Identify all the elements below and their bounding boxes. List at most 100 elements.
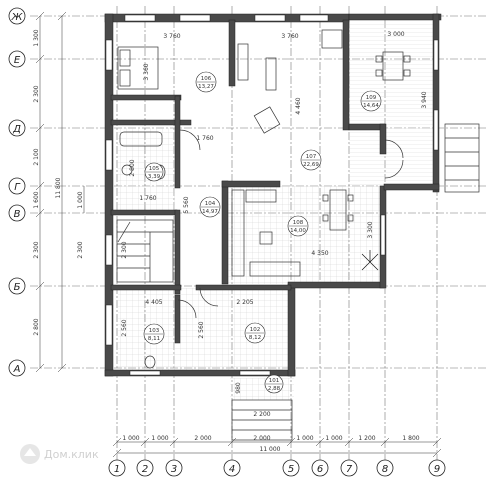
staircase [116, 219, 174, 283]
room-tag-109: 109 14,64 [360, 90, 382, 112]
axis-marker-a: А [8, 359, 26, 377]
axis-marker-v: В [8, 204, 26, 222]
axis-label: 6 [317, 464, 323, 475]
dim-text-total: 11 000 [260, 446, 281, 453]
dim-text: 2 560 [121, 319, 128, 336]
bed [117, 46, 159, 90]
dim-text: 1 760 [196, 135, 213, 142]
dim-text: 2 000 [253, 435, 270, 442]
dim-text: 2 560 [198, 321, 205, 338]
dim-text: 2 300 [77, 241, 84, 258]
dim-text: 1 000 [77, 191, 84, 208]
dim-text: 3 760 [163, 33, 180, 40]
dim-text: 3 000 [387, 31, 404, 38]
room-number: 107 [306, 154, 317, 160]
axis-marker-8: 8 [376, 459, 394, 477]
dim-text-total: 11 800 [55, 177, 62, 198]
axis-marker-4: 4 [223, 459, 241, 477]
dim-text: 1 600 [33, 191, 40, 208]
axis-marker-6: 6 [311, 459, 329, 477]
axis-label: 1 [114, 464, 120, 475]
dim-text: 4 350 [311, 250, 328, 257]
room-number: 103 [149, 328, 160, 334]
exterior-stairs [444, 123, 480, 193]
toilet [144, 355, 156, 369]
bathtub [119, 131, 163, 147]
room-area: 2,88 [268, 386, 281, 392]
room-number: 102 [250, 327, 261, 333]
axis-marker-zh: Ж [8, 7, 26, 25]
bottom-dimension-lines [112, 437, 442, 458]
row-axis-markers: Ж Е Д Г В Б А [8, 7, 26, 377]
axis-label: Г [14, 182, 21, 193]
room-number: 105 [149, 166, 160, 172]
room-area: 14,97 [202, 209, 218, 215]
column-axis-markers: 1 2 3 4 5 6 7 8 9 [108, 459, 446, 477]
room-number: 108 [293, 220, 304, 226]
left-dimension-texts: 1 300 2 300 2 100 1 600 2 300 2 800 11 8… [33, 29, 84, 335]
left-dimension-lines [35, 11, 85, 373]
axis-marker-2: 2 [136, 459, 154, 477]
room-number: 109 [366, 95, 377, 101]
sink [121, 164, 133, 176]
dim-text: 3 940 [421, 91, 428, 108]
room-tag-102: 102 8,12 [244, 322, 266, 344]
windows [105, 14, 439, 376]
axis-label: А [13, 364, 21, 375]
room-number: 104 [205, 201, 216, 207]
dim-text: 1 300 [33, 29, 40, 46]
axis-marker-e: Е [8, 50, 26, 68]
room-tag-105: 105 3,39 [144, 162, 164, 182]
axis-label: Б [14, 282, 21, 293]
entry-steps [231, 399, 293, 441]
axis-label: Д [12, 124, 21, 135]
dim-text: 1 000 [296, 435, 313, 442]
axis-label: Е [14, 55, 21, 66]
room-area: 8,11 [148, 336, 160, 342]
room-tag-108: 108 14,00 [287, 215, 309, 237]
dim-text: 2 800 [129, 159, 136, 176]
dim-text: 3 300 [367, 221, 374, 238]
watermark-text: Дом.клик [44, 448, 99, 461]
room-area: 13,27 [198, 84, 214, 90]
bottom-dimension-texts: 1 000 1 000 2 000 2 000 1 000 1 000 1 20… [122, 435, 419, 453]
room-area: 14,00 [290, 228, 306, 234]
room-tags: 106 13,27 109 14,64 107 22,69 105 3,39 104 14… [143, 71, 382, 394]
dim-text: 3 360 [143, 63, 150, 80]
axis-label: 7 [346, 464, 353, 475]
axis-marker-g: Г [8, 177, 26, 195]
axis-label: 4 [229, 464, 235, 475]
dim-text: 1 000 [122, 435, 139, 442]
axis-label: 5 [288, 464, 294, 475]
dim-text: 5 560 [183, 196, 190, 213]
axis-label: Ж [11, 12, 24, 23]
dim-text: 3 760 [281, 33, 298, 40]
room-tag-107: 107 22,69 [300, 149, 322, 171]
dim-text: 2 205 [236, 299, 253, 306]
room-number: 106 [201, 76, 212, 82]
axis-label: 3 [171, 464, 177, 475]
room-area: 8,12 [249, 335, 261, 341]
dim-text: 1 000 [151, 435, 168, 442]
dim-text: 2 300 [33, 241, 40, 258]
axis-marker-5: 5 [282, 459, 300, 477]
furniture [116, 29, 480, 441]
dim-text: 2 000 [194, 435, 211, 442]
axis-label: В [14, 209, 21, 220]
dim-text: 1 200 [358, 435, 375, 442]
axis-marker-1: 1 [108, 459, 126, 477]
axis-label: 2 [142, 464, 148, 475]
axis-marker-7: 7 [340, 459, 358, 477]
dining-table [329, 189, 347, 231]
dim-text: 1 800 [402, 435, 419, 442]
dim-text: 980 [235, 382, 242, 394]
room-area: 22,69 [303, 162, 319, 168]
dim-text: 4 405 [145, 299, 162, 306]
dining-table [382, 51, 404, 81]
room-area: 14,64 [363, 103, 379, 109]
axis-label: 9 [434, 464, 440, 475]
room-area: 3,39 [148, 174, 161, 180]
dim-text: 2 100 [33, 148, 40, 165]
